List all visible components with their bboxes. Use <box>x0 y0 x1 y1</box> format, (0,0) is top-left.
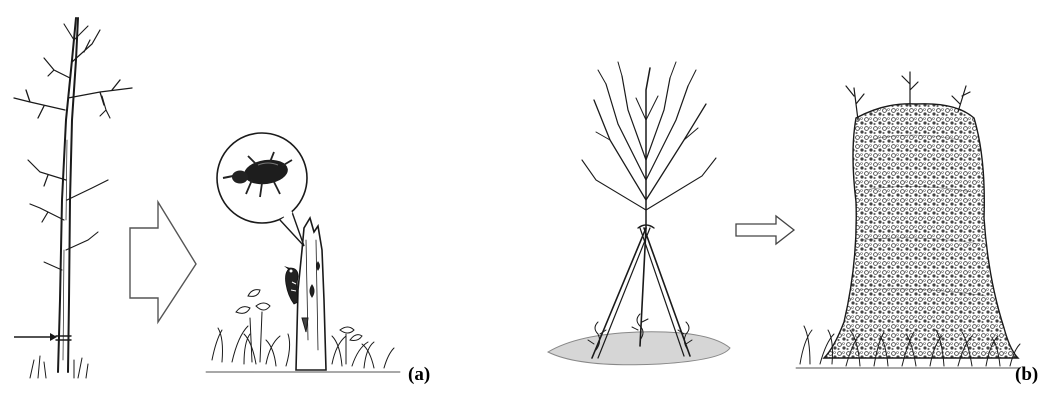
beetle-bubble <box>217 133 307 246</box>
tripod-stems-icon <box>582 62 716 358</box>
woodpecker-icon <box>284 266 298 304</box>
panel-label-b: (b) <box>1015 364 1038 386</box>
panel-a <box>14 18 400 378</box>
transition-arrow-icon <box>130 202 196 322</box>
transition-arrow-icon <box>736 216 794 244</box>
vine-thicket-icon <box>824 104 1018 358</box>
panel-label-a: (a) <box>408 364 430 386</box>
ground-patch <box>548 332 730 365</box>
girdle-pointer-arrow-icon <box>14 333 57 341</box>
girdled-tree-icon <box>14 18 132 378</box>
panel-b <box>548 62 1020 368</box>
